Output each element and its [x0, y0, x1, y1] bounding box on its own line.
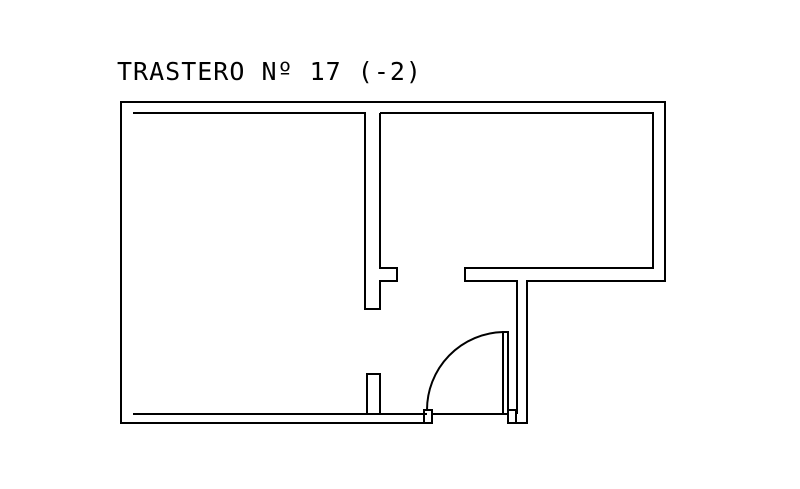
plan-title: TRASTERO Nº 17 (-2) [117, 57, 422, 86]
door-swing-arc [426, 331, 504, 411]
partition-wall-upper [364, 113, 398, 310]
door-jamb-left [423, 409, 433, 424]
outer-wall-outer-line [120, 101, 666, 424]
outer-wall-inner-line [133, 112, 654, 415]
door-leaf [502, 331, 509, 415]
door-jamb-right [507, 409, 517, 424]
